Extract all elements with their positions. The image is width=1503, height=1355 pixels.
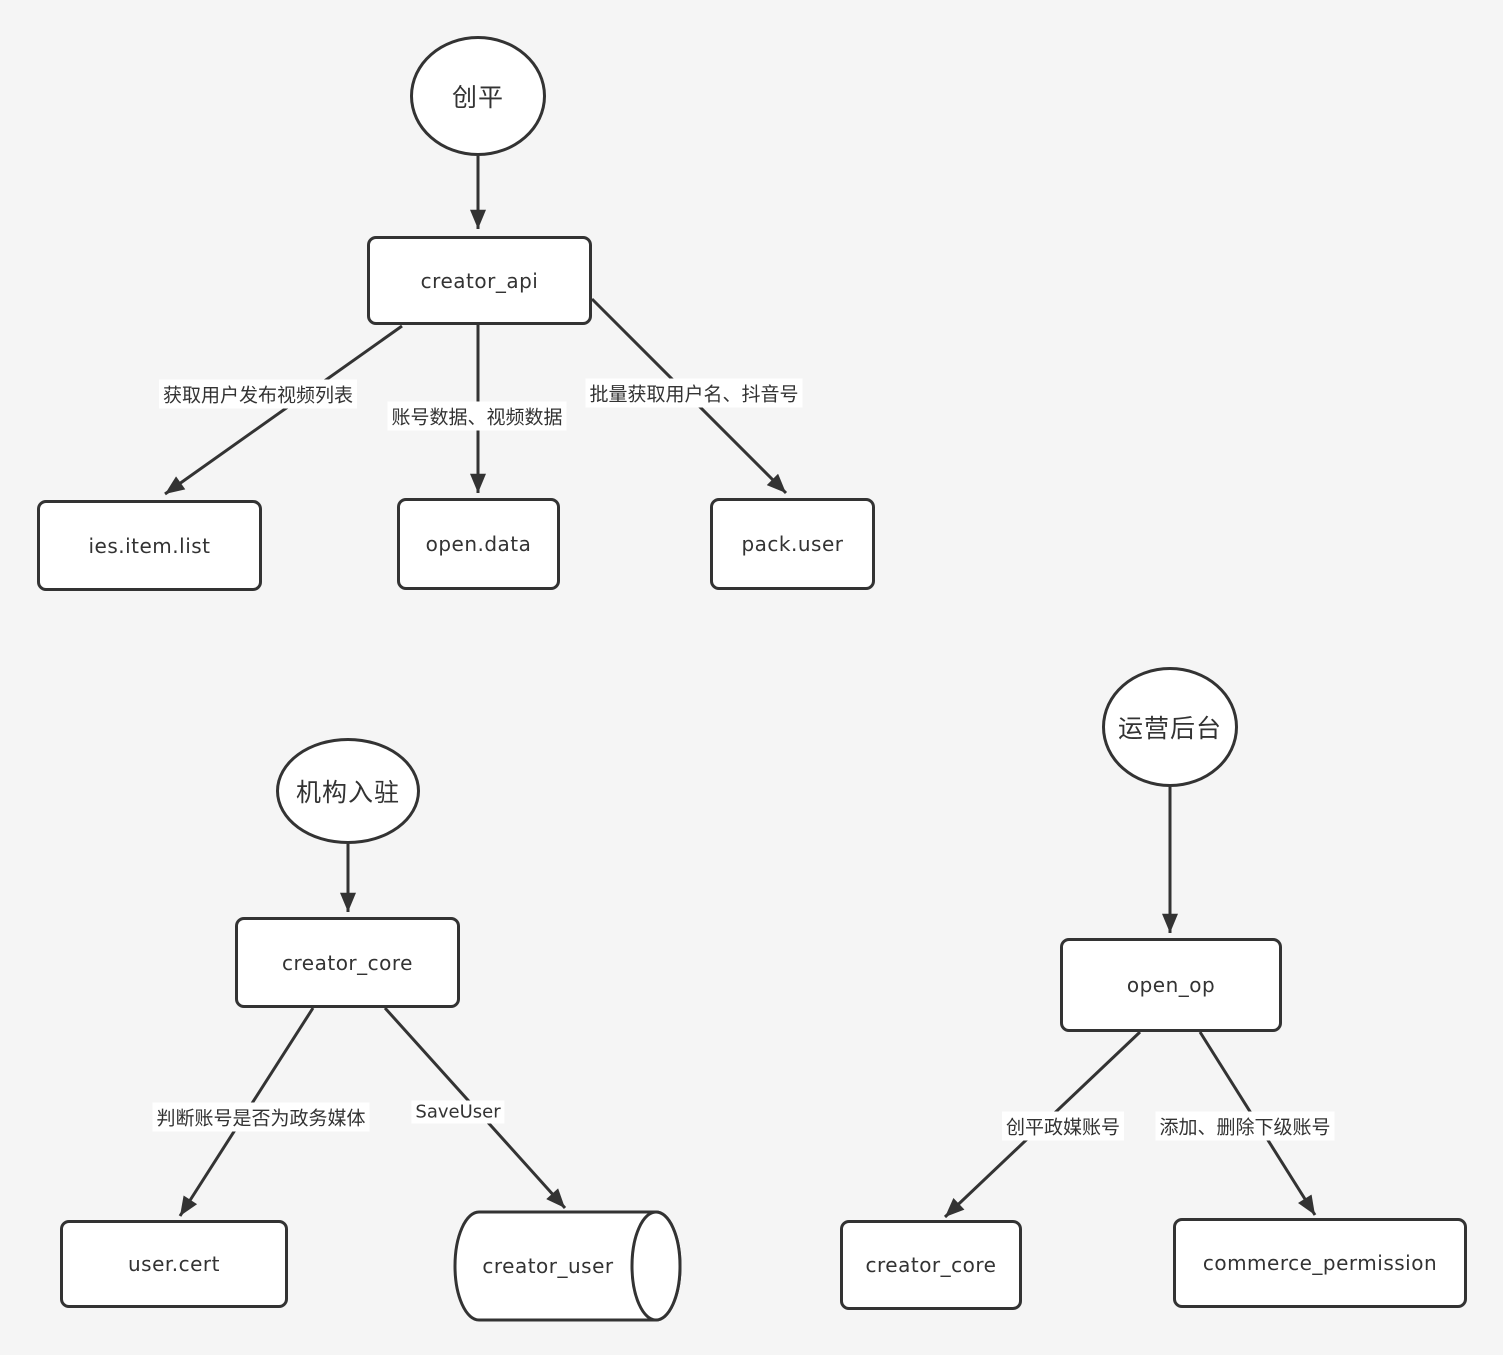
node-label: creator_api: [420, 268, 539, 293]
edge-label-save-user: SaveUser: [411, 1100, 505, 1124]
node-label: creator_core: [865, 1253, 997, 1277]
edge-label-add-remove-sub-accounts: 添加、删除下级账号: [1155, 1111, 1335, 1141]
node-label: 创平: [451, 83, 504, 112]
edge-label-batch-get-usernames: 批量获取用户名、抖音号: [585, 378, 803, 408]
edge-label-gov-media-account: 创平政媒账号: [1001, 1111, 1125, 1141]
edge-label-account-and-video-data: 账号数据、视频数据: [387, 401, 567, 431]
node-open-data: open.data: [397, 498, 560, 590]
node-creator-core-left: creator_core: [235, 917, 460, 1008]
node-label: creator_core: [282, 950, 413, 975]
node-creator-api: creator_api: [367, 236, 592, 325]
node-creator-core-right: creator_core: [840, 1220, 1022, 1310]
node-label: open.data: [425, 532, 532, 556]
node-label: 机构入驻: [295, 778, 400, 807]
node-jigou-ruzhu: 机构入驻: [276, 738, 420, 844]
node-label: 运营后台: [1117, 714, 1222, 743]
node-yunying-houtai: 运营后台: [1102, 667, 1238, 787]
node-label: ies.item.list: [88, 533, 211, 558]
node-ies-item-list: ies.item.list: [37, 500, 262, 591]
node-label: open_op: [1126, 973, 1216, 997]
node-commerce-permission: commerce_permission: [1173, 1218, 1467, 1308]
edge-label-check-gov-media: 判断账号是否为政务媒体: [152, 1102, 370, 1132]
edge-creator-api-to-ies-item-list: [164, 324, 403, 496]
cylinder-cap: [630, 1210, 682, 1322]
node-label: pack.user: [741, 532, 844, 556]
node-open-op: open_op: [1060, 938, 1282, 1032]
node-creator-user-label: creator_user: [482, 1254, 614, 1278]
node-user-cert: user.cert: [60, 1220, 288, 1308]
edge-label-get-user-videos: 获取用户发布视频列表: [158, 379, 358, 409]
node-label: user.cert: [127, 1252, 220, 1276]
node-chuangping: 创平: [410, 36, 546, 156]
node-pack-user: pack.user: [710, 498, 875, 590]
node-label: commerce_permission: [1202, 1251, 1438, 1275]
